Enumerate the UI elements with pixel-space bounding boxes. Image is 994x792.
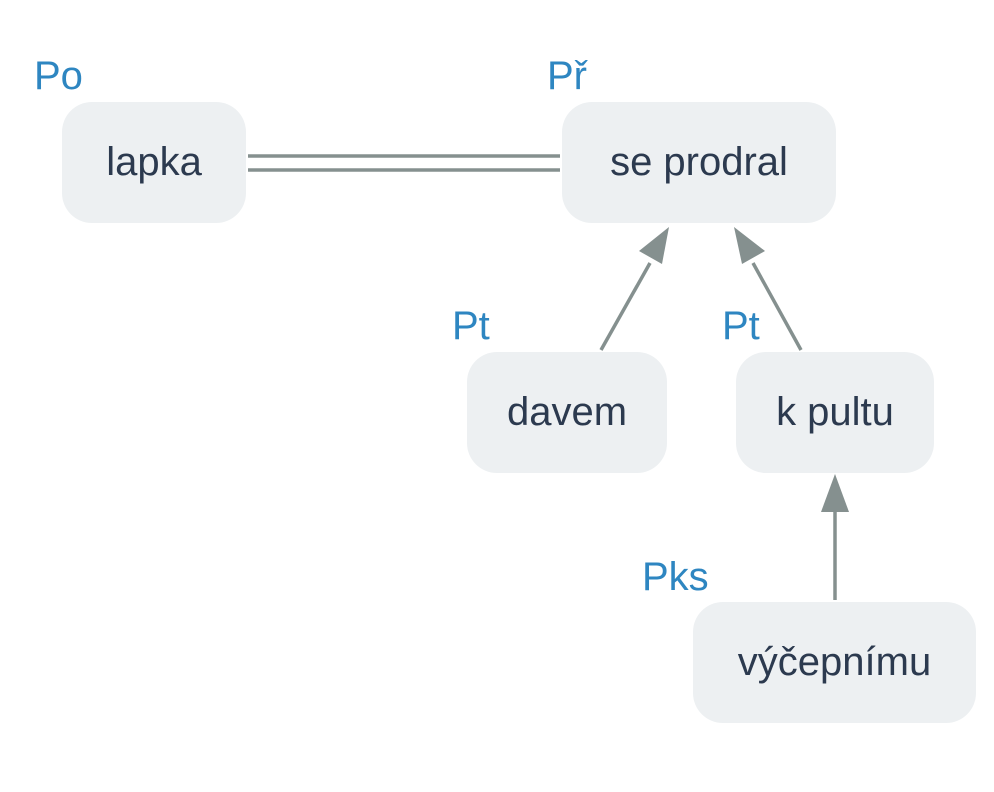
node-label: k pultu	[776, 390, 894, 434]
edge-davem-se-prodral	[599, 227, 669, 351]
arrowhead	[821, 474, 849, 512]
role-label-lapka: Po	[34, 54, 83, 98]
node-label: davem	[506, 390, 628, 434]
node-se-prodral: se prodral	[562, 102, 836, 223]
arrowhead	[734, 227, 765, 264]
role-label-davem: Pt	[452, 304, 490, 348]
role-label-k-pultu: Pt	[722, 304, 760, 348]
edge-k-pultu-se-prodral	[734, 227, 803, 351]
edge-lapka-se-prodral	[248, 154, 560, 172]
edge-vycepnimu-k-pultu	[821, 474, 849, 600]
node-lapka: lapka	[62, 102, 246, 223]
node-k-pultu: k pultu	[736, 352, 934, 473]
role-label-vycepnimu: Pks	[642, 555, 709, 599]
node-davem: davem	[467, 352, 667, 473]
node-label: se prodral	[610, 140, 788, 184]
node-label: výčepnímu	[737, 640, 932, 684]
arrowhead	[639, 227, 669, 264]
role-label-se-prodral: Př	[547, 54, 587, 98]
node-vycepnimu: výčepnímu	[693, 602, 976, 723]
node-label: lapka	[106, 140, 202, 184]
